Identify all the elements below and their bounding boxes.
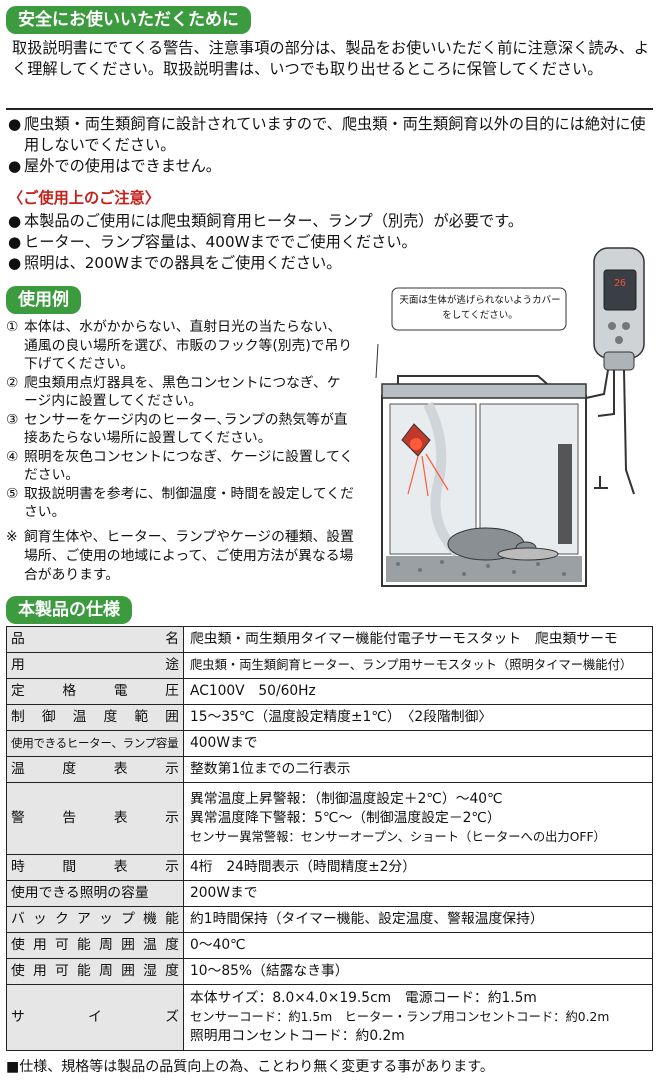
spec-label: 使用できる照明の容量 — [11, 885, 149, 901]
list-item: ●爬虫類・両生類飼育に設計されていますので、爬虫類・両生類飼育以外の目的には絶対… — [8, 115, 646, 154]
caution-list: ●本製品のご使用には爬虫類飼育用ヒーター、ランプ（別売）が必要です。 ●ヒーター… — [8, 211, 653, 274]
substrate-pebbles — [396, 560, 566, 576]
table-row: 用途爬虫類・両生類飼育ヒーター、ランプ用サーモスタット（照明タイマー機能付） — [6, 652, 653, 679]
lamp-bulb — [410, 438, 422, 450]
spec-label: 制御温度範囲 — [11, 709, 179, 725]
spec-label: 使用可能周囲温度 — [11, 937, 179, 953]
spec-label: 使用できるヒーター、ランプ容量 — [11, 736, 179, 750]
cage-lid — [381, 383, 587, 399]
spec-label: バックアップ機能 — [11, 911, 179, 927]
divider — [6, 108, 653, 110]
button-icon — [615, 336, 623, 344]
table-row: 温度表示整数第1位までの二行表示 — [6, 756, 653, 783]
spec-value: 4桁 24時間表示（時間精度±2分） — [183, 854, 653, 881]
table-row: バックアップ機能約1時間保持（タイマー機能、設定温度、警報温度保持） — [6, 906, 653, 933]
callout-pointer — [375, 343, 379, 379]
table-row: 品名爬虫類・両生類用タイマー機能付電子サーモスタット 爬虫類サーモ — [6, 626, 653, 653]
usage-note: ※飼育生体や、ヒーター、ランプやケージの種類、設置場所、ご使用の地域によって、ご… — [6, 529, 354, 583]
display-reading: 26 — [614, 278, 626, 289]
water-dish — [497, 547, 559, 561]
safety-heading: 安全にお使いいただくために — [6, 6, 251, 34]
spec-value: AC100V 50/60Hz — [183, 678, 653, 705]
spec-value: 200Wまで — [183, 880, 653, 907]
restriction-list: ●爬虫類・両生類飼育に設計されていますので、爬虫類・両生類飼育以外の目的には絶対… — [8, 114, 653, 177]
spec-value: 15～35℃（温度設定精度±1℃） 〈2段階制御〉 — [183, 704, 653, 731]
spec-value: 10～85%（結露なき事） — [183, 958, 653, 985]
list-item: ●ヒーター、ランプ容量は、400Wまででご使用ください。 — [8, 233, 417, 251]
spec-label: 用途 — [11, 657, 179, 673]
sensor-probe — [594, 476, 608, 489]
spec-label: 警告表示 — [11, 810, 179, 826]
usage-illustration: 26 天面は生体が逃げられないようカバーをしてください。 — [375, 247, 645, 587]
button-icon — [622, 322, 630, 330]
spec-label: サイズ — [11, 1009, 179, 1025]
spec-value: 爬虫類・両生類飼育ヒーター、ランプ用サーモスタット（照明タイマー機能付） — [183, 652, 653, 679]
bullet-icon: ● — [8, 115, 22, 133]
heater-panel — [558, 444, 572, 544]
sensor-cable — [623, 369, 635, 495]
spec-heading: 本製品の仕様 — [6, 596, 132, 624]
spec-label: 使用可能周囲湿度 — [11, 963, 179, 979]
bullet-icon: ● — [8, 254, 22, 272]
table-row: 使用できる照明の容量 200Wまで — [6, 880, 653, 907]
outlet — [603, 351, 635, 371]
table-row: 使用できるヒーター、ランプ容量 400Wまで — [6, 730, 653, 757]
spec-table: 品名爬虫類・両生類用タイマー機能付電子サーモスタット 爬虫類サーモ 用途爬虫類・… — [6, 626, 653, 1051]
usage-heading: 使用例 — [6, 286, 81, 314]
bullet-icon: ● — [8, 233, 22, 251]
spec-value: 約1時間保持（タイマー機能、設定温度、警報温度保持） — [183, 906, 653, 933]
spec-value: 整数第1位までの二行表示 — [183, 756, 653, 783]
spec-value: 0～40℃ — [183, 932, 653, 959]
footer-note: ■仕様、規格等は製品の品質向上の為、ことわり無く変更する事があります。 — [6, 1059, 494, 1075]
list-item: ●照明は、200Wまでの器具をご使用ください。 — [8, 254, 342, 272]
callout-box — [391, 287, 567, 331]
spec-label: 時間表示 — [11, 859, 179, 875]
bullet-icon: ● — [8, 212, 22, 230]
callout-text: 天面は生体が逃げられないようカバーをしてください。 — [399, 295, 561, 321]
list-item: ●本製品のご使用には爬虫類飼育用ヒーター、ランプ（別売）が必要です。 — [8, 212, 524, 230]
bullet-icon: ● — [8, 157, 22, 175]
spec-value: 400Wまで — [183, 730, 653, 757]
spec-value: 爬虫類・両生類用タイマー機能付電子サーモスタット 爬虫類サーモ — [183, 626, 653, 653]
heat-rays — [407, 453, 449, 497]
button-icon — [608, 322, 616, 330]
spec-label: 定格電圧 — [11, 683, 179, 699]
branch — [423, 401, 462, 558]
spec-label: 品名 — [11, 631, 179, 647]
thermostat-screen — [603, 269, 637, 311]
cable — [597, 370, 615, 417]
spec-label: 温度表示 — [11, 761, 179, 777]
intro-paragraph: 取扱説明書にでてくる警告、注意事項の部分は、製品をお使いいただく前に注意深く読み… — [12, 39, 650, 78]
caution-heading: 〈ご使用上のご注意〉 — [8, 189, 160, 207]
list-item: ●屋外での使用はできません。 — [8, 157, 221, 175]
